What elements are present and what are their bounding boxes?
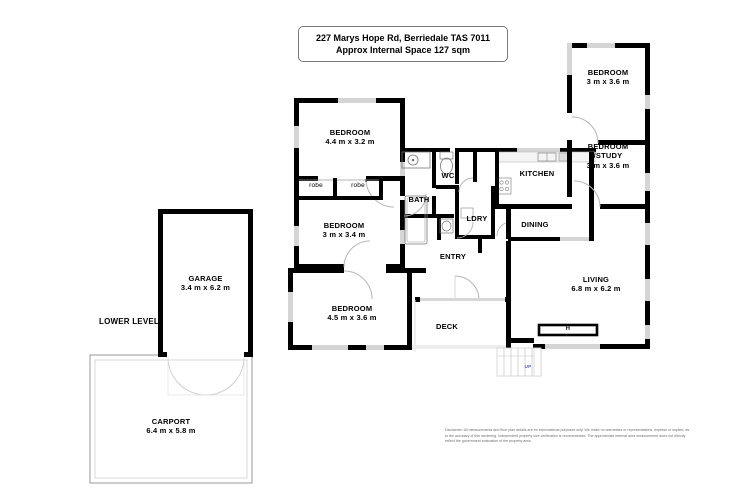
entry-hall-walls — [400, 244, 510, 302]
plan-internal-space: Approx Internal Space 127 sqm — [335, 45, 471, 55]
garage-outline — [158, 209, 253, 357]
kitchen-dining-walls — [495, 148, 596, 241]
robes-walls — [294, 176, 383, 200]
bedroom-4-walls — [567, 43, 650, 145]
disclaimer-text: Disclaimer: All measurements and floor p… — [445, 428, 690, 444]
bedroom-3-walls — [288, 268, 412, 350]
plan-title-box: 227 Marys Hope Rd, Berriedale TAS 7011 A… — [298, 26, 508, 62]
carport-outline — [89, 354, 253, 484]
living-walls — [506, 204, 650, 349]
plan-address: 227 Marys Hope Rd, Berriedale TAS 7011 — [316, 32, 490, 43]
bedroom-2-walls — [294, 200, 405, 269]
deck-outline — [412, 276, 511, 352]
bedroom-study-walls — [567, 145, 650, 209]
stairs — [496, 347, 542, 377]
wet-area-walls — [400, 148, 512, 253]
bedroom-main-walls — [294, 98, 405, 208]
misc-walls — [477, 148, 511, 277]
